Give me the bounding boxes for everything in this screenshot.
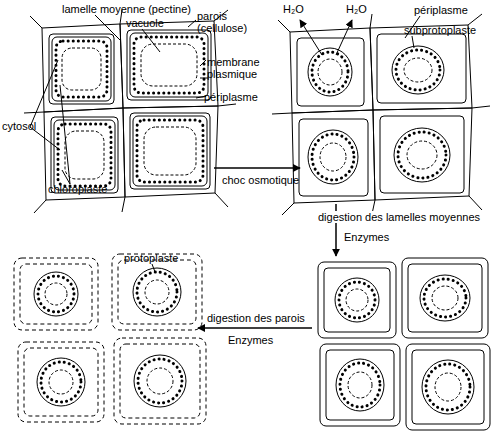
part-label: périplasme [414, 4, 468, 16]
part-label: membrane plasmique [207, 56, 267, 80]
step-label: digestion des lamelles moyennes [316, 211, 482, 223]
water-label: H₂O [346, 3, 367, 15]
part-label: vacuole [126, 17, 164, 29]
part-label: subprotoplaste [404, 24, 476, 36]
step-label: Enzymes [344, 231, 389, 243]
part-label: lamelle moyenne (pectine) [62, 3, 191, 15]
step-label: digestion des parois [207, 312, 305, 324]
water-label: H₂O [283, 3, 304, 15]
part-label: chloroplaste [48, 183, 107, 195]
separated-cells-panel [318, 258, 490, 430]
process-arrow [198, 327, 312, 329]
part-label: parois (cellulose) [197, 10, 257, 34]
plasmolysed-panel [272, 14, 490, 215]
part-label: périplasme [204, 91, 258, 103]
step-label: Enzymes [228, 334, 273, 346]
tissue-panel [24, 10, 236, 213]
part-label: protoplaste [124, 252, 178, 264]
process-arrow [214, 167, 300, 169]
protoplast-panel [14, 254, 206, 424]
part-label: cytosol [2, 120, 36, 132]
step-label: choc osmotique [222, 174, 299, 186]
